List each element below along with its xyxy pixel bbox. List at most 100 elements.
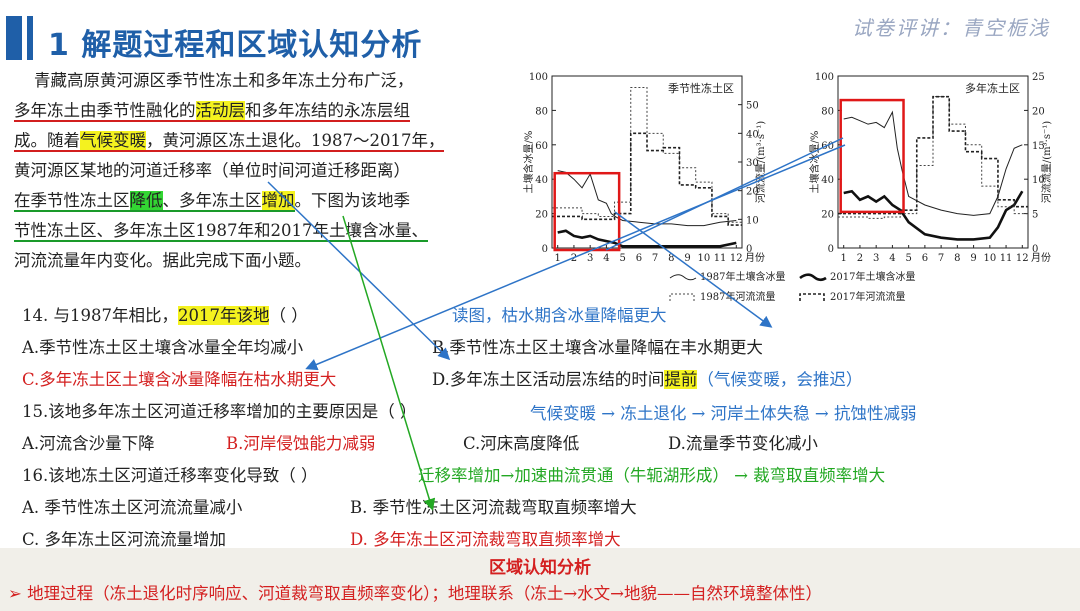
- q16-option-a: A. 季节性冻土区河流流量减小: [22, 498, 243, 517]
- passage-line-1: 青藏高原黄河源区季节性冻土和多年冻土分布广泛，: [34, 71, 414, 90]
- title-accent-bar-thin: [27, 16, 33, 60]
- x-tick-label: 4: [889, 253, 895, 264]
- legend-swatch: [799, 273, 827, 282]
- series-line-2: [843, 189, 1024, 241]
- x-tick-label: 6: [636, 253, 642, 264]
- x-tick-label: 5: [619, 253, 625, 264]
- series-line-4: [552, 132, 742, 226]
- watermark: 试卷评讲：青空栀浅: [852, 16, 1050, 40]
- panel-label: 季节性冻土区: [668, 81, 734, 95]
- x-tick-label: 8: [668, 253, 674, 264]
- y-right-tick-label: 25: [1032, 72, 1045, 83]
- x-tick-label: 9: [684, 253, 690, 264]
- q16-option-c: C. 多年冻土区河流流量增加: [22, 530, 227, 549]
- x-axis-label: 月份: [1031, 252, 1051, 264]
- arrow-increase-to-q16b: [342, 215, 436, 511]
- q14-option-c: C.多年冻土区土壤含冰量降幅在枯水期更大: [22, 370, 337, 389]
- highlight-decrease: 降低: [129, 191, 163, 210]
- arrow-chart-to-q14-note: [614, 211, 773, 328]
- q14-option-d: D.多年冻土区活动层冻结的时间提前（气候变暖，会推迟）: [432, 370, 863, 389]
- y-right-tick-label: 50: [746, 101, 759, 112]
- passage-line-7: 河流流量年内变化。据此完成下面小题。: [14, 251, 311, 270]
- x-tick-label: 12: [1016, 253, 1029, 264]
- q14-note: 读图，枯水期含冰量降幅更大: [452, 306, 667, 325]
- series-line-4: [838, 95, 1028, 215]
- section-title: 区域认知分析: [489, 558, 591, 578]
- x-tick-label: 2: [571, 253, 577, 264]
- y-left-tick-label: 0: [828, 244, 834, 255]
- x-tick-label: 3: [587, 253, 593, 264]
- y-right-tick-label: 10: [746, 215, 759, 226]
- highlight-climate-warming: 气候变暖: [80, 131, 146, 150]
- summary-text: ➢ 地理过程（冻土退化时序响应、河道裁弯取直频率变化）；地理联系（冻土→水文→地…: [8, 584, 822, 603]
- x-tick-label: 5: [905, 253, 911, 264]
- y-left-tick-label: 60: [535, 141, 548, 152]
- y-left-tick-label: 60: [821, 141, 834, 152]
- x-tick-label: 10: [697, 253, 710, 264]
- y-left-tick-label: 100: [529, 72, 548, 83]
- q16-stem: 16.该地冻土区河道迁移率变化导致（ ）: [22, 466, 318, 485]
- y-left-tick-label: 80: [821, 106, 834, 117]
- x-tick-label: 8: [954, 253, 960, 264]
- passage-line-6: 节性冻土区、多年冻土区1987年和2017年土壤含冰量、: [14, 221, 428, 242]
- highlight-box: [839, 98, 905, 214]
- y-right-tick-label: 30: [746, 158, 759, 169]
- x-tick-label: 10: [983, 253, 996, 264]
- x-tick-label: 11: [714, 253, 727, 264]
- highlight-increase: 增加: [261, 191, 295, 210]
- x-tick-label: 9: [970, 253, 976, 264]
- arrow-chart1-box-to-chart2-box: [605, 137, 844, 251]
- x-tick-label: 3: [873, 253, 879, 264]
- arrow-chart2-to-q14c: [305, 144, 846, 371]
- y-left-tick-label: 20: [535, 210, 548, 221]
- title-accent-bar: [6, 16, 22, 60]
- x-tick-label: 12: [730, 253, 743, 264]
- legend-label: 2017年河流流量: [830, 290, 905, 303]
- y-left-tick-label: 80: [535, 106, 548, 117]
- x-tick-label: 1: [555, 253, 561, 264]
- passage-line-5: 在季节性冻土区降低、多年冻土区增加。下图为该地季: [14, 191, 410, 212]
- legend-swatch: [669, 274, 697, 281]
- q15-option-a: A.河流含沙量下降: [22, 434, 155, 453]
- highlight-active-layer: 活动层: [195, 101, 245, 120]
- y-left-tick-label: 40: [821, 175, 834, 186]
- y-left-tick-label: 40: [535, 175, 548, 186]
- summary-panel: [0, 548, 1080, 611]
- y-right-tick-label: 20: [1032, 106, 1045, 117]
- y-right-axis-label: 河流流量/(m³·s⁻¹): [754, 121, 767, 203]
- page-title: 1 解题过程和区域认知分析: [48, 28, 423, 63]
- y-left-tick-label: 100: [815, 72, 834, 83]
- y-left-tick-label: 20: [821, 210, 834, 221]
- legend-label: 2017年土壤含冰量: [830, 270, 915, 283]
- q14-option-b: B.季节性冻土区土壤含冰量降幅在丰水期更大: [432, 338, 763, 357]
- y-left-axis-label: 土壤含冰量/%: [808, 131, 821, 194]
- y-right-tick-label: 0: [746, 244, 752, 255]
- y-left-axis-label: 土壤含冰量/%: [522, 131, 535, 194]
- y-right-tick-label: 0: [1032, 244, 1038, 255]
- q15-note: 气候变暖 → 冻土退化 → 河岸土体失稳 → 抗蚀性减弱: [530, 404, 917, 423]
- y-right-tick-label: 40: [746, 129, 759, 140]
- y-right-axis-label: 河流流量/(m³·s⁻¹): [1040, 121, 1053, 203]
- series-line-1: [557, 170, 737, 227]
- y-right-tick-label: 20: [746, 187, 759, 198]
- q15-option-b: B.河岸侵蚀能力减弱: [226, 434, 376, 453]
- q15-stem: 15.该地多年冻土区河道迁移率增加的主要原因是（ ）: [22, 402, 417, 421]
- q14-option-a: A.季节性冻土区土壤含冰量全年均减小: [22, 338, 304, 357]
- q16-option-b: B. 季节性冻土区河流裁弯取直频率增大: [350, 498, 637, 517]
- y-right-tick-label: 5: [1032, 210, 1038, 221]
- q16-note: 迁移率增加→加速曲流贯通（牛轭湖形成） → 裁弯取直频率增大: [418, 466, 886, 485]
- x-tick-label: 7: [652, 253, 658, 264]
- plot-frame: [837, 75, 1029, 249]
- x-axis-label: 月份: [745, 252, 765, 264]
- x-tick-label: 4: [603, 253, 609, 264]
- x-tick-label: 11: [1000, 253, 1013, 264]
- y-left-tick-label: 0: [542, 244, 548, 255]
- x-tick-label: 6: [922, 253, 928, 264]
- passage-line-3: 成。随着气候变暖，黄河源区冻土退化。1987～2017年，: [14, 131, 445, 152]
- q14-stem: 14. 与1987年相比，2017年该地（ ）: [22, 306, 308, 325]
- legend-label: 1987年河流流量: [700, 290, 775, 303]
